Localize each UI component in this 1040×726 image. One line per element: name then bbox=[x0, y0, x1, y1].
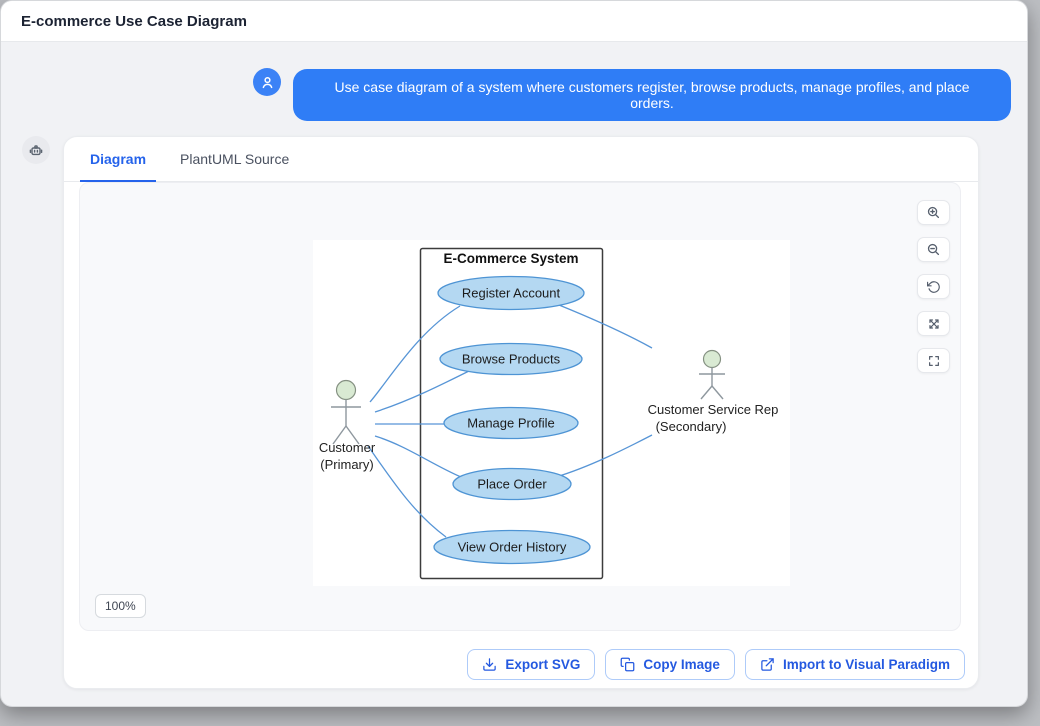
actor-customer bbox=[331, 379, 361, 445]
zoom-out-icon bbox=[927, 243, 940, 256]
copy-image-label: Copy Image bbox=[643, 657, 720, 672]
actor-customer-name: Customer bbox=[319, 440, 376, 455]
user-message-text: Use case diagram of a system where custo… bbox=[334, 79, 970, 111]
actor-customer-role: (Primary) bbox=[320, 457, 373, 472]
expand-icon bbox=[928, 318, 939, 329]
association-line bbox=[369, 305, 461, 403]
fullscreen-button[interactable] bbox=[917, 348, 950, 373]
usecase-label: Browse Products bbox=[462, 352, 561, 367]
import-vp-label: Import to Visual Paradigm bbox=[782, 657, 950, 672]
association-line bbox=[367, 445, 447, 538]
action-bar: Export SVG Copy Image Import to Visual P… bbox=[467, 649, 965, 680]
tab-diagram-label: Diagram bbox=[90, 150, 147, 167]
zoom-in-icon bbox=[927, 206, 940, 219]
association-line bbox=[374, 369, 472, 413]
actor-csr-role: (Secondary) bbox=[656, 419, 727, 434]
fullscreen-icon bbox=[928, 355, 939, 366]
view-toolbar bbox=[917, 200, 950, 373]
robot-icon bbox=[29, 145, 43, 156]
assistant-avatar bbox=[22, 136, 50, 164]
association-line bbox=[555, 434, 653, 478]
association-lines bbox=[367, 304, 653, 538]
tab-bar: Diagram PlantUML Source bbox=[64, 137, 978, 182]
user-icon bbox=[262, 76, 272, 88]
usecase-label: Register Account bbox=[462, 286, 561, 301]
usecase-label: View Order History bbox=[458, 540, 567, 555]
expand-button[interactable] bbox=[917, 311, 950, 336]
user-avatar bbox=[253, 68, 281, 96]
usecase-label: Place Order bbox=[477, 477, 547, 492]
diagram-stage: E-Commerce System Register Account Brows… bbox=[313, 240, 790, 586]
diagram-card: Diagram PlantUML Source bbox=[63, 136, 979, 689]
usecase-register-account bbox=[437, 275, 585, 311]
diagram-viewport[interactable]: E-Commerce System Register Account Brows… bbox=[79, 182, 961, 631]
zoom-in-button[interactable] bbox=[917, 200, 950, 225]
export-svg-button[interactable]: Export SVG bbox=[467, 649, 596, 680]
app-header: E-commerce Use Case Diagram bbox=[1, 1, 1027, 42]
actor-customer-service-rep bbox=[699, 349, 725, 400]
usecase-manage-profile bbox=[443, 406, 579, 440]
usecase-browse-products bbox=[439, 342, 583, 376]
import-visual-paradigm-button[interactable]: Import to Visual Paradigm bbox=[744, 649, 965, 680]
reset-view-button[interactable] bbox=[917, 274, 950, 299]
tab-diagram[interactable]: Diagram bbox=[80, 137, 157, 182]
copy-image-button[interactable]: Copy Image bbox=[605, 649, 735, 680]
usecase-place-order bbox=[452, 467, 572, 501]
zoom-level-badge: 100% bbox=[95, 594, 146, 618]
external-link-icon bbox=[761, 658, 774, 671]
tab-source-label: PlantUML Source bbox=[180, 150, 290, 167]
download-icon bbox=[483, 658, 497, 671]
usecase-label: Manage Profile bbox=[467, 416, 554, 431]
association-line bbox=[558, 304, 653, 349]
reset-view-icon bbox=[926, 280, 940, 293]
use-case-diagram: E-Commerce System Register Account Brows… bbox=[319, 247, 779, 580]
usecase-view-order-history bbox=[433, 529, 591, 565]
zoom-out-button[interactable] bbox=[917, 237, 950, 262]
app-window: E-commerce Use Case Diagram Use case dia… bbox=[0, 0, 1028, 707]
user-message-bubble: Use case diagram of a system where custo… bbox=[293, 69, 1011, 121]
tab-plantuml-source[interactable]: PlantUML Source bbox=[170, 137, 299, 182]
copy-icon bbox=[621, 657, 635, 672]
page-title: E-commerce Use Case Diagram bbox=[21, 12, 247, 30]
actor-csr-name: Customer Service Rep bbox=[648, 402, 779, 417]
export-svg-label: Export SVG bbox=[505, 657, 581, 672]
system-title: E-Commerce System bbox=[443, 251, 578, 266]
association-line bbox=[374, 435, 462, 478]
